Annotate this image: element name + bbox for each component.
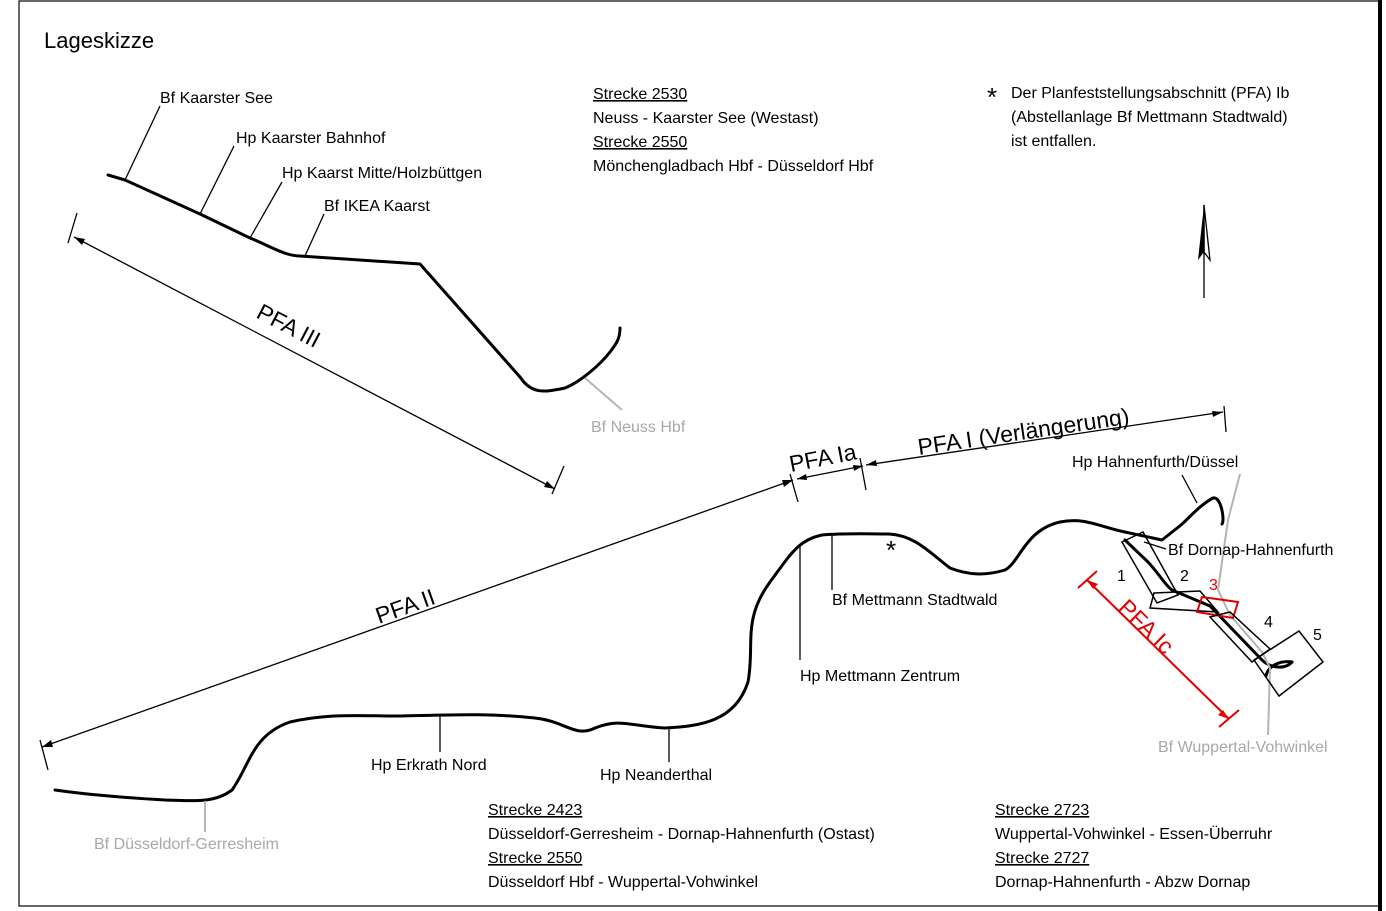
leader-dornap-hahnenfurth <box>1143 541 1167 550</box>
section-label-pfa-i: PFA I (Verlängerung) <box>916 403 1131 460</box>
track-kaarst-neuss <box>106 173 622 393</box>
dim-pfa-iii-tick-end <box>551 465 565 495</box>
dim-pfa-iii-arrow-end <box>544 481 555 489</box>
section-box-2 <box>1149 590 1220 613</box>
leader-hahnenfurth-duessel <box>1181 474 1198 504</box>
leader-kaarster-bahnhof <box>199 145 235 215</box>
dim-pfa-ii-tick-end <box>789 473 799 503</box>
dim-pfa-i-arrow-start <box>866 460 877 466</box>
station-label-wuppertal-vohwinkel: Bf Wuppertal-Vohwinkel <box>1158 739 1328 756</box>
note-line: (Abstellanlage Bf Mettmann Stadtwald) <box>1011 109 1288 126</box>
route-legend-route: Mönchengladbach Hbf - Düsseldorf Hbf <box>593 158 874 175</box>
route-legend-strecke: Strecke 2723 <box>995 802 1089 819</box>
leader-kaarster-see <box>124 105 161 181</box>
dim-pfa-ia-arrow-start <box>797 474 807 480</box>
dim-pfa-ii-tick-start <box>39 739 49 771</box>
track-dornap-branch <box>1123 538 1294 669</box>
section-box-3 <box>1195 595 1240 620</box>
station-label-kaarster-bahnhof: Hp Kaarster Bahnhof <box>236 130 386 147</box>
track-gerresheim-vohwinkel <box>53 496 1225 803</box>
deleted-section-marker: * <box>886 535 896 565</box>
station-label-ikea-kaarst: Bf IKEA Kaarst <box>324 198 430 215</box>
section-box-1 <box>1120 531 1180 604</box>
station-label-dornap-hahnenfurth: Bf Dornap-Hahnenfurth <box>1168 542 1333 559</box>
dim-pfa-ii <box>41 479 794 748</box>
dim-pfa-ic-tick-end <box>1218 709 1240 728</box>
dim-pfa-ii-arrow-end <box>782 480 793 487</box>
dim-pfa-iii-arrow-start <box>74 237 85 245</box>
station-label-erkrath-nord: Hp Erkrath Nord <box>371 757 487 774</box>
route-legend-route: Düsseldorf Hbf - Wuppertal-Vohwinkel <box>488 874 758 891</box>
route-legend-bottom-right: Strecke 2723 Wuppertal-Vohwinkel - Essen… <box>995 802 1273 891</box>
track-vohwinkel-curve <box>1264 660 1294 678</box>
station-label-neuss-hbf: Bf Neuss Hbf <box>591 419 686 436</box>
route-legend-route: Wuppertal-Vohwinkel - Essen-Überruhr <box>995 825 1273 843</box>
note-line: ist entfallen. <box>1011 133 1096 150</box>
dim-pfa-iii <box>73 236 556 490</box>
route-legend-strecke: Strecke 2550 <box>593 134 687 151</box>
dim-pfa-i-arrow-end <box>1212 411 1223 417</box>
station-label-mettmann-zentrum: Hp Mettmann Zentrum <box>800 668 960 685</box>
leader-kaarst-mitte <box>249 181 283 239</box>
station-label-duesseldorf-gerresheim: Bf Düsseldorf-Gerresheim <box>94 836 279 853</box>
route-legend-strecke: Strecke 2727 <box>995 850 1089 867</box>
station-label-kaarster-see: Bf Kaarster See <box>160 90 273 107</box>
section-label-pfa-ia: PFA Ia <box>787 438 859 476</box>
route-legend-top: Strecke 2530 Neuss - Kaarster See (Westa… <box>593 86 874 175</box>
dim-pfa-ii-arrow-start <box>42 740 53 747</box>
section-label-pfa-iii: PFA III <box>253 298 325 352</box>
note-block: * Der Planfeststellungsabschnitt (PFA) I… <box>987 82 1289 150</box>
dim-pfa-iii-tick-start <box>67 212 78 244</box>
sketch-title: Lageskizze <box>44 28 154 53</box>
station-label-hahnenfurth-duessel: Hp Hahnenfurth/Düssel <box>1072 454 1238 471</box>
note-asterisk: * <box>987 82 997 112</box>
dim-pfa-ia-arrow-end <box>853 465 863 471</box>
dim-pfa-i-tick-end <box>1223 405 1227 433</box>
dim-pfa-i <box>865 411 1224 466</box>
leader-wuppertal-vohwinkel <box>1216 473 1272 736</box>
section-box-5 <box>1252 629 1325 698</box>
dim-pfa-ic-tick-start <box>1077 570 1098 589</box>
station-label-neanderthal: Hp Neanderthal <box>600 767 712 784</box>
leader-neuss-hbf <box>584 377 623 411</box>
north-arrow-icon <box>1198 204 1211 298</box>
dim-pfa-ic-arrow-start <box>1087 580 1098 589</box>
section-number-5: 5 <box>1313 627 1322 644</box>
note-line: Der Planfeststellungsabschnitt (PFA) Ib <box>1011 85 1289 102</box>
dim-pfa-ia-tick-end <box>859 457 867 491</box>
section-number-2: 2 <box>1180 568 1189 585</box>
route-legend-route: Neuss - Kaarster See (Westast) <box>593 110 819 127</box>
dim-pfa-ia <box>796 465 864 480</box>
route-legend-strecke: Strecke 2423 <box>488 802 582 819</box>
route-legend-route: Düsseldorf-Gerresheim - Dornap-Hahnenfur… <box>488 826 875 843</box>
section-number-4: 4 <box>1264 614 1273 631</box>
section-number-1: 1 <box>1117 568 1126 585</box>
section-number-3: 3 <box>1209 577 1218 594</box>
station-label-mettmann-stadtwald: Bf Mettmann Stadtwald <box>832 592 997 609</box>
route-legend-bottom-center: Strecke 2423 Düsseldorf-Gerresheim - Dor… <box>488 802 875 891</box>
route-legend-strecke: Strecke 2550 <box>488 850 582 867</box>
section-label-pfa-ic: PFA Ic <box>1114 594 1180 659</box>
dim-pfa-ic <box>1086 579 1230 720</box>
section-label-pfa-ii: PFA II <box>372 584 439 629</box>
station-label-kaarst-mitte: Hp Kaarst Mitte/Holzbüttgen <box>282 165 482 182</box>
route-legend-route: Dornap-Hahnenfurth - Abzw Dornap <box>995 874 1250 891</box>
route-legend-strecke: Strecke 2530 <box>593 86 687 103</box>
dim-pfa-ic-arrow-end <box>1218 710 1229 719</box>
leader-ikea-kaarst <box>304 213 325 257</box>
